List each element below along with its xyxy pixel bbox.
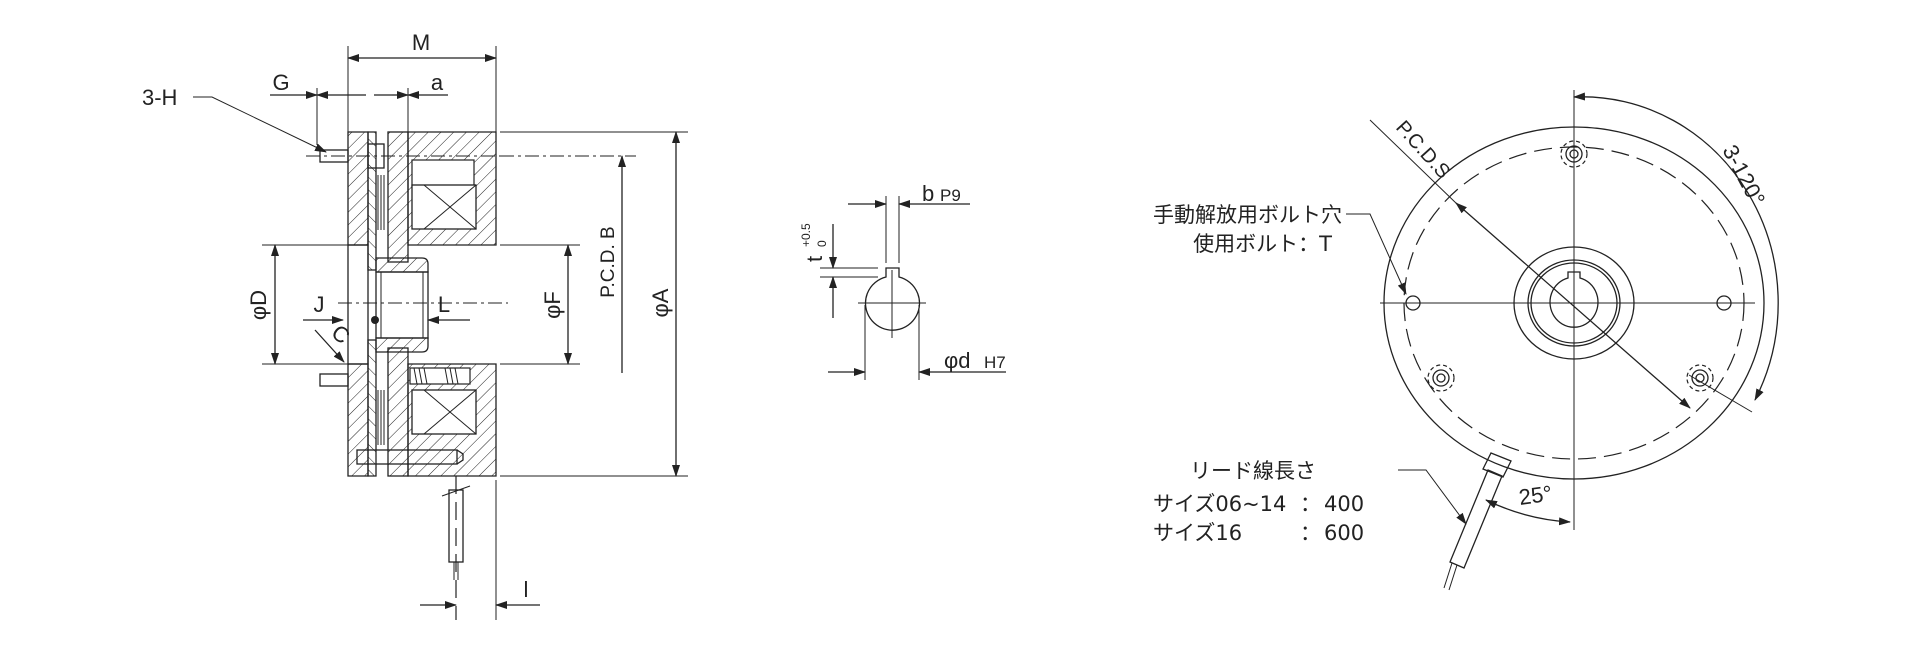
release-bolt-label: 使用ボルト：T [1193, 232, 1332, 256]
coil-top [411, 184, 477, 230]
lead-length-title: リード線長さ [1190, 459, 1316, 483]
dim-label-D: φD [246, 290, 271, 320]
dim-label-3H: 3-H [142, 85, 177, 110]
dim-label-d: φd [944, 348, 971, 373]
dim-label-F: φF [540, 291, 565, 319]
lead-length: 600 [1324, 521, 1364, 545]
dim-label-t-upper: +0.5 [799, 223, 813, 247]
front-view: P.C.D.S 3-120° 手動解放用ボルト穴 使用ボルト：T 25° リード… [1153, 90, 1779, 591]
dim-label-b: b [922, 181, 934, 206]
screw-lower-left [1427, 364, 1455, 392]
flange-plate [347, 131, 369, 477]
dim-label-C: C [327, 320, 355, 349]
side-section-view: M G a 3-H [142, 30, 688, 620]
release-hole-label: 手動解放用ボルト穴 [1153, 203, 1342, 227]
dim-label-3-120: 3-120° [1718, 141, 1771, 210]
coil-bottom [411, 389, 477, 435]
dim-label-t: t [802, 256, 827, 262]
dim-label-25: 25° [1517, 481, 1553, 510]
lead-length: 400 [1324, 492, 1364, 516]
dim-label-J: J [314, 292, 325, 317]
dim-label-G: G [272, 70, 289, 95]
keyway-view: b P9 t +0.5 0 φd H7 [799, 181, 1006, 380]
dim-label-a: a [431, 70, 444, 95]
lead-length-row: サイズ16 ： 600 [1153, 521, 1364, 545]
dim-label-L: L [438, 292, 450, 317]
dim-label-b-tol: P9 [940, 186, 961, 205]
hub-top [375, 257, 429, 273]
release-hole-left [1405, 295, 1421, 311]
lead-wire [448, 489, 464, 563]
dim-label-PCD-B: P.C.D. B [598, 226, 619, 297]
dim-label-M: M [412, 30, 430, 55]
lead-sep: ： [1300, 492, 1321, 516]
lead-size: サイズ16 [1153, 521, 1242, 545]
release-bolt [356, 449, 458, 465]
dim-label-A: φA [648, 288, 673, 317]
lead-sep: ： [1300, 521, 1321, 545]
dim-label-l: l [524, 577, 529, 602]
hub-bottom [375, 337, 429, 353]
lead-size: サイズ06~14 [1153, 492, 1286, 516]
dim-label-d-tol: H7 [984, 353, 1006, 372]
dim-label-t-lower: 0 [815, 240, 829, 247]
lead-wire-front [1443, 452, 1512, 591]
shaft-bore [864, 267, 921, 331]
lead-length-row: サイズ06~14 ： 400 [1153, 492, 1364, 516]
